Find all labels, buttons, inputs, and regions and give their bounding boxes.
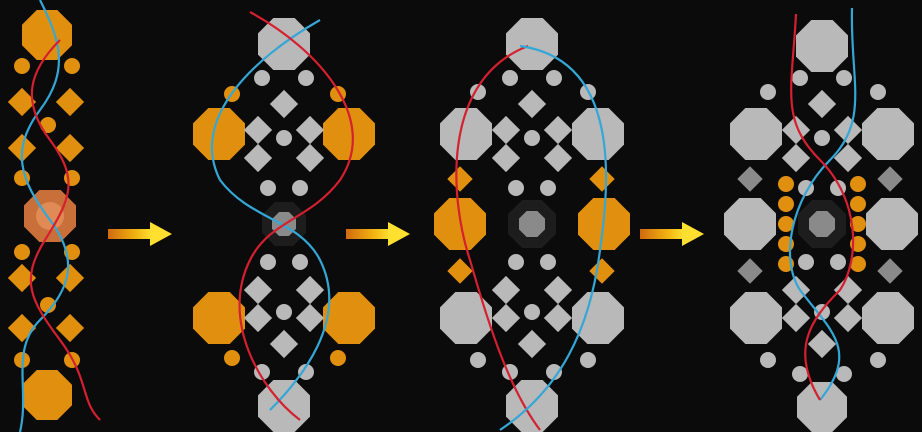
- large-octagon-bead: [440, 108, 492, 160]
- large-octagon-bead: [730, 292, 782, 344]
- large-octagon-bead: [862, 108, 914, 160]
- arrow-2-to-3: [346, 222, 410, 246]
- large-octagon-bead: [724, 198, 776, 250]
- large-octagon-bead: [730, 108, 782, 160]
- large-octagon-bead: [797, 382, 847, 432]
- gray-seed-beads: [470, 70, 596, 380]
- large-octagon-bead: [862, 292, 914, 344]
- blue-thread: [210, 19, 331, 411]
- orange-octagon-bead: [193, 292, 245, 344]
- blue-thread: [499, 44, 608, 431]
- blue-thread: [788, 7, 857, 401]
- red-thread: [455, 44, 541, 431]
- center-bead: [809, 211, 835, 237]
- arrow-1-to-2: [108, 222, 172, 246]
- red-thread: [238, 11, 354, 421]
- red-thread: [29, 39, 101, 421]
- orange-octagon-bead: [323, 292, 375, 344]
- seed-beads: [14, 58, 80, 368]
- large-octagon-bead: [22, 370, 72, 420]
- large-octagon-bead: [796, 20, 848, 72]
- gray-seed-beads: [254, 70, 314, 380]
- large-octagon-bead: [506, 18, 558, 70]
- stage-4-finished-motif: [724, 7, 918, 432]
- large-octagon-bead: [866, 198, 918, 250]
- center-bead: [519, 211, 545, 237]
- gray-diamond-beads: [781, 89, 863, 359]
- large-octagon-bead: [572, 292, 624, 344]
- arrow-3-to-4: [640, 222, 704, 246]
- gray-diamond-beads: [491, 89, 573, 359]
- red-thread: [790, 13, 855, 401]
- stage-3-side-stitching: [434, 18, 630, 432]
- large-octagon-bead: [440, 292, 492, 344]
- dark-side-diamonds: [737, 166, 903, 284]
- blue-thread: [18, 0, 70, 432]
